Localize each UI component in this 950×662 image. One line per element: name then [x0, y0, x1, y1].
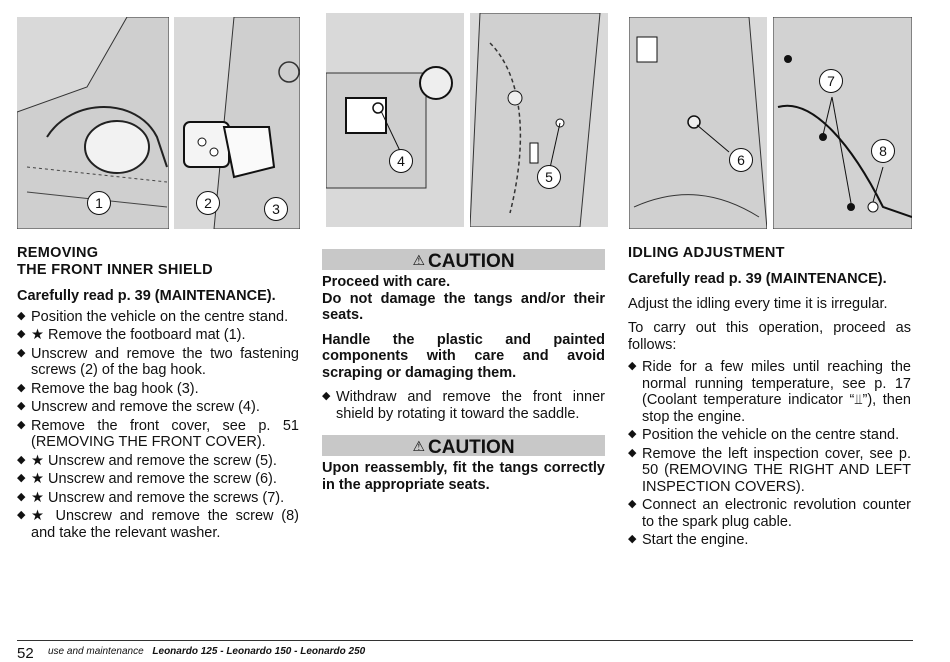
caution-text: Do not damage the tangs and/or their sea… — [322, 290, 605, 324]
caution-label: CAUTION — [428, 437, 515, 458]
callout-8: 8 — [871, 139, 895, 163]
list-item: Withdraw and remove the front inner shie… — [322, 388, 605, 422]
list-item: ★ Unscrew and remove the screw (5). — [17, 452, 299, 470]
figure-screw-5-drawing — [470, 13, 601, 227]
list-item: Position the vehicle on the centre stand… — [628, 426, 911, 444]
caution-text: Upon reassembly, fit the tangs correctly… — [322, 460, 605, 493]
callout-2: 2 — [196, 191, 220, 215]
section-subheading: Carefully read p. 39 (MAINTENANCE). — [628, 271, 887, 287]
list-item: ★ Remove the footboard mat (1). — [17, 326, 299, 344]
figure-bag-hook-drawing — [183, 17, 300, 229]
column-removing-shield: REMOVING THE FRONT INNER SHIELD Carefull… — [17, 245, 299, 543]
paragraph: To carry out this operation, proceed as … — [628, 320, 911, 353]
list-item: Unscrew and remove the screw (4). — [17, 398, 299, 416]
callout-6: 6 — [729, 148, 753, 172]
list-item: Remove the front cover, see p. 51 (REMOV… — [17, 417, 299, 451]
figure-screw-5: 5 — [470, 13, 608, 227]
callout-3: 3 — [264, 197, 288, 221]
figure-screws-7-8: 7 8 — [773, 17, 912, 229]
list-item: Remove the bag hook (3). — [17, 380, 299, 398]
column-caution: ⚠CAUTION Proceed with care. Do not damag… — [322, 249, 605, 493]
list-item: Ride for a few miles until reaching the … — [628, 358, 911, 425]
section-heading: REMOVING THE FRONT INNER SHIELD — [17, 245, 299, 279]
callout-5: 5 — [537, 165, 561, 189]
heading-line-2: THE FRONT INNER SHIELD — [17, 262, 213, 278]
figure-screw-6: 6 — [629, 17, 767, 229]
callout-4: 4 — [389, 149, 413, 173]
figure-footboard-mat-drawing — [17, 17, 169, 229]
warning-icon: ⚠ — [412, 438, 425, 454]
figure-screw-4-drawing — [326, 66, 453, 189]
page-number: 52 — [17, 645, 34, 662]
list-item: Position the vehicle on the centre stand… — [17, 308, 299, 326]
section-heading: IDLING ADJUSTMENT — [628, 245, 785, 261]
caution-banner-1: ⚠CAUTION — [322, 249, 605, 272]
list-item: Start the engine. — [628, 531, 911, 549]
figure-screw-4: 4 — [326, 13, 464, 227]
step-list: Position the vehicle on the centre stand… — [17, 308, 299, 542]
footer-caption: use and maintenance Leonardo 125 - Leona… — [48, 646, 365, 657]
caution-label: CAUTION — [428, 251, 515, 272]
figure-screw-6-drawing — [629, 17, 767, 229]
footer-divider — [17, 640, 913, 641]
caution-banner-2: ⚠CAUTION — [322, 435, 605, 458]
list-item: Unscrew and remove the two fastening scr… — [17, 345, 299, 379]
list-item: ★ Unscrew and remove the screw (6). — [17, 470, 299, 488]
caution-text: Proceed with care. — [322, 274, 451, 290]
callout-7: 7 — [819, 69, 843, 93]
manual-type: use and maintenance — [48, 646, 144, 657]
column-idling-adjustment: IDLING ADJUSTMENT Carefully read p. 39 (… — [628, 245, 911, 551]
list-item: Remove the left inspection cover, see p.… — [628, 445, 911, 496]
model-list: Leonardo 125 - Leonardo 150 - Leonardo 2… — [152, 646, 366, 657]
heading-line-1: REMOVING — [17, 245, 99, 261]
caution-text: Handle the plastic and painted component… — [322, 331, 605, 381]
warning-icon: ⚠ — [412, 252, 425, 268]
figure-footboard-mat: 1 — [17, 17, 169, 229]
list-item: ★ Unscrew and remove the screw (8) and t… — [17, 507, 299, 541]
figure-screws-7-8-drawing — [773, 17, 912, 229]
step-list: Ride for a few miles until reaching the … — [628, 358, 911, 549]
step-list: Withdraw and remove the front inner shie… — [322, 388, 605, 422]
callout-1: 1 — [87, 191, 111, 215]
figure-bag-hook: 2 3 — [174, 17, 300, 229]
section-subheading: Carefully read p. 39 (MAINTENANCE). — [17, 288, 276, 304]
list-item: ★ Unscrew and remove the screws (7). — [17, 489, 299, 507]
list-item: Connect an electronic revolution counter… — [628, 496, 911, 530]
paragraph: Adjust the idling every time it is irreg… — [628, 295, 888, 312]
